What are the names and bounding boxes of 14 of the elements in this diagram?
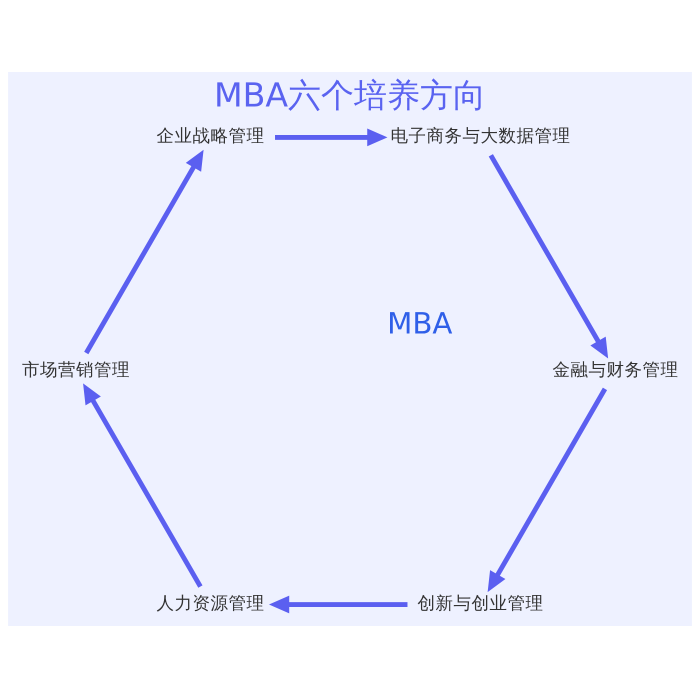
node-text: 企业战略管理 bbox=[156, 126, 265, 147]
arrow bbox=[275, 128, 388, 146]
arrow bbox=[488, 388, 608, 592]
arrow bbox=[84, 150, 204, 354]
diagram-title: MBA六个培养方向 bbox=[214, 75, 486, 114]
arrow bbox=[268, 596, 408, 614]
arrow bbox=[83, 383, 203, 588]
arrow bbox=[488, 154, 608, 359]
node-text: 市场营销管理 bbox=[22, 360, 130, 380]
label: MBA bbox=[387, 306, 452, 340]
node-text: 金融与财务管理 bbox=[552, 360, 678, 380]
node-text: 电子商务与大数据管理 bbox=[390, 126, 570, 147]
node-text: 创新与创业管理 bbox=[417, 594, 544, 614]
node-text: 人力资源管理 bbox=[156, 594, 265, 614]
